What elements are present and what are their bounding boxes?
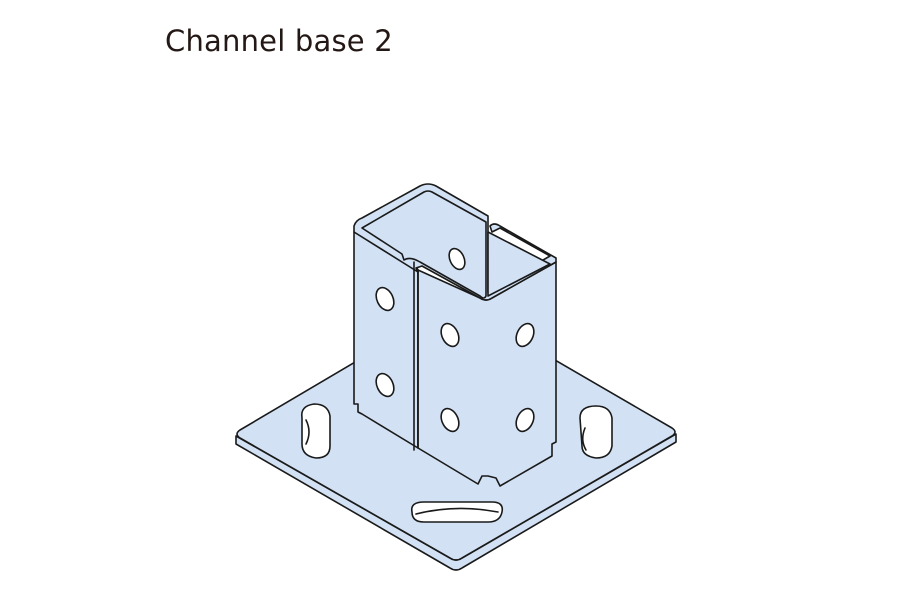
right-face-hole-top-left <box>440 322 460 348</box>
right-face-hole-bottom-left <box>440 407 460 433</box>
left-face-hole-top <box>375 286 395 312</box>
right-slot-hole <box>579 405 613 459</box>
channel-post <box>353 183 557 487</box>
right-face-hole-bottom-right <box>515 407 535 433</box>
right-face-hole-top-right <box>515 322 535 348</box>
front-slot-hole <box>410 501 504 523</box>
page-title: Channel base 2 <box>165 24 393 58</box>
left-face-hole-bottom <box>375 372 395 398</box>
inner-hole <box>448 247 466 271</box>
left-slot-hole <box>300 403 331 459</box>
